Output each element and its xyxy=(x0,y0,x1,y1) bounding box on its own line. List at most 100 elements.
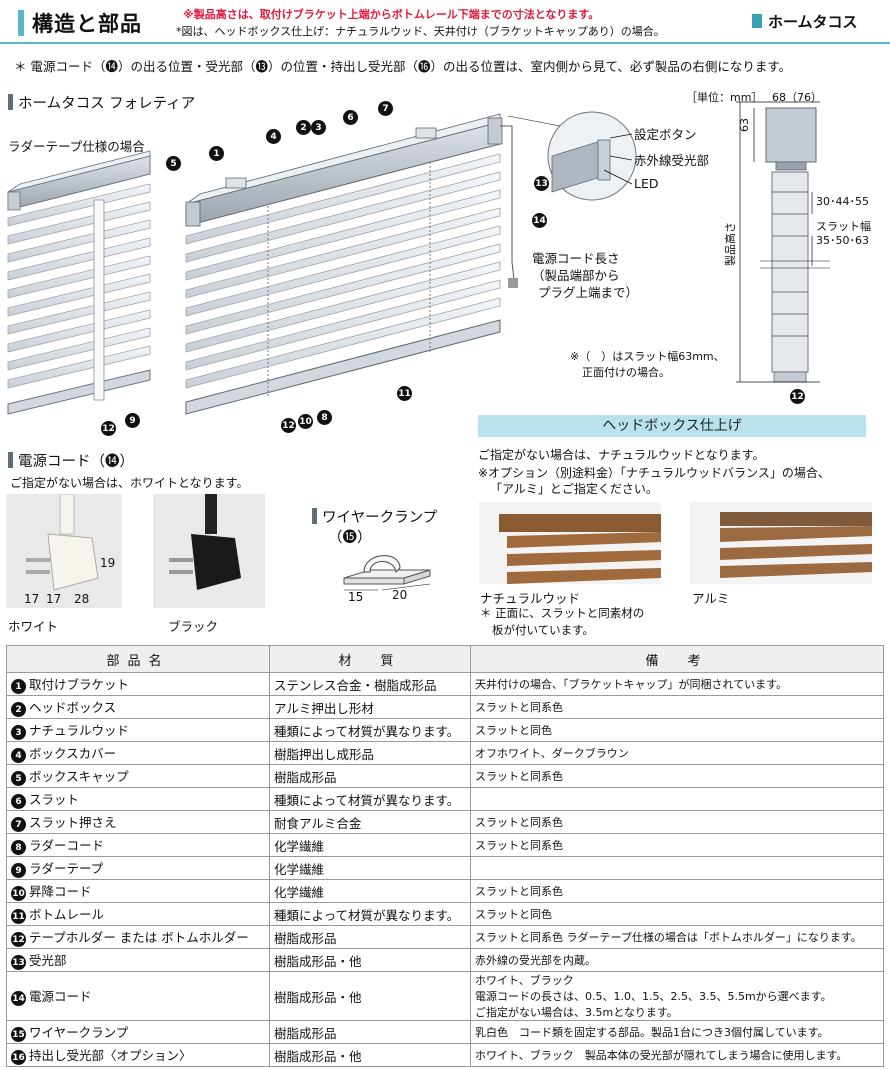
remarks-cell: スラットと同系色 xyxy=(470,764,884,788)
dim-15: 15 xyxy=(348,590,364,604)
dim-28: 28 xyxy=(74,592,90,606)
title-accent xyxy=(18,10,24,36)
cord-section-accent xyxy=(8,452,13,468)
natural-wood-photo xyxy=(479,502,661,584)
unit-label: ［単位：mm］ xyxy=(686,91,763,104)
part-name: 電源コード xyxy=(29,988,92,1004)
part-number-badge: 1 xyxy=(11,679,26,695)
callout-12c: 12 xyxy=(790,389,805,404)
receiver-detail xyxy=(507,111,637,201)
callout-7: 7 xyxy=(378,101,393,116)
part-name: ワイヤークランプ xyxy=(29,1024,129,1040)
callout-11: 11 xyxy=(397,386,412,401)
header-part-name: 部品名 xyxy=(6,645,270,673)
position-notice: ＊ 電源コード（⓮）の出る位置・受光部（⓭）の位置・持出し受光部（⓰）の出る位置… xyxy=(14,59,792,74)
white-label: ホワイト xyxy=(8,619,59,634)
material-cell: 樹脂成形品・他 xyxy=(269,948,471,972)
ir-receiver-callout: 赤外線受光部 xyxy=(634,153,710,168)
material-cell: 樹脂成形品 xyxy=(269,925,471,949)
title-bar xyxy=(0,0,890,44)
remarks-cell: スラットと同色 xyxy=(470,718,884,742)
section-title: ホームタコス フォレティア xyxy=(18,96,196,112)
remarks-cell: スラットと同系色 ラダーテープ仕様の場合は「ボトムホルダー」になります。 xyxy=(470,925,884,949)
header-remarks: 備 考 xyxy=(470,645,884,673)
header-material: 材 質 xyxy=(269,645,471,673)
dim-17b: 17 xyxy=(46,592,62,606)
remarks-line: スラットと同系色 xyxy=(475,816,563,829)
headbox-note1: ご指定がない場合は、ナチュラルウッドとなります。 xyxy=(478,448,765,462)
part-name: テープホルダー または ボトムホルダー xyxy=(29,929,249,945)
part-name: ヘッドボックス xyxy=(29,699,117,715)
dim-20: 20 xyxy=(392,588,408,602)
cord-length-label: 電源コード長さ xyxy=(532,251,620,266)
side-note-2: 正面付けの場合。 xyxy=(582,366,670,379)
cord-length-sub1: （製品端部から xyxy=(532,268,620,283)
part-number-badge: 14 xyxy=(11,991,26,1007)
callout-1: 1 xyxy=(209,146,224,161)
figure-note: *図は、ヘッドボックス仕上げ：ナチュラルウッド、天井付け（ブラケットキャップあり… xyxy=(176,25,665,38)
remarks-cell xyxy=(470,787,884,811)
part-name: ラダーテープ xyxy=(29,860,104,876)
natural-wood-note1: ＊ 正面に、スラットと同素材の xyxy=(480,606,645,620)
title-bar-background xyxy=(0,0,890,44)
part-number-badge: 5 xyxy=(11,771,26,787)
remarks-cell: 天井付けの場合、「ブラケットキャップ」が同梱されています。 xyxy=(470,672,884,696)
material-cell: ステンレス合金・樹脂成形品 xyxy=(269,672,471,696)
material-cell: 樹脂成形品・他 xyxy=(269,971,471,1021)
cord-section-title: 電源コード（⓮） xyxy=(18,454,134,470)
part-number-badge: 16 xyxy=(11,1050,26,1066)
remarks-line: 電源コードの長さは、0.5、1.0、1.5、2.5、3.5、5.5mから選べます… xyxy=(475,990,832,1003)
callout-8: 8 xyxy=(317,410,332,425)
dim-17a: 17 xyxy=(24,592,40,606)
remarks-line: ご指定がない場合は、3.5mとなります。 xyxy=(475,1006,678,1019)
ladder-case-label: ラダーテープ仕様の場合 xyxy=(8,139,145,154)
part-name: スラット押さえ xyxy=(29,814,117,830)
remarks-cell: スラットと同色 xyxy=(470,902,884,926)
slat-width-values: 35･50･63 xyxy=(816,234,869,247)
part-number-badge: 7 xyxy=(11,817,26,833)
part-number-badge: 2 xyxy=(11,702,26,718)
remarks-line: 乳白色 コード類を固定する部品。製品1台につき3個付属しています。 xyxy=(475,1026,829,1039)
material-cell: 種類によって材質が異なります。 xyxy=(269,718,471,742)
material-cell: 化学繊維 xyxy=(269,879,471,903)
callout-10: 10 xyxy=(298,414,313,429)
black-cord-photo xyxy=(153,494,265,608)
remarks-cell: ホワイト、ブラック電源コードの長さは、0.5、1.0、1.5、2.5、3.5、5… xyxy=(470,971,884,1021)
side-view xyxy=(736,101,830,383)
page-title: 構造と部品 xyxy=(32,12,142,36)
slat-pitch-label: 30･44･55 xyxy=(816,195,869,208)
product-height-label: 製品高さ xyxy=(724,222,737,266)
remarks-cell: ホワイト、ブラック 製品本体の受光部が隠れてしまう場合に使用します。 xyxy=(470,1043,884,1067)
part-number-badge: 15 xyxy=(11,1027,26,1043)
white-cord-photo xyxy=(6,494,122,608)
led-callout: LED xyxy=(634,176,659,191)
height-note: ※製品高さは、取付けブラケット上端からボトムレール下端までの寸法となります。 xyxy=(183,8,600,21)
remarks-cell: スラットと同系色 xyxy=(470,695,884,719)
part-name: ボックスキャップ xyxy=(29,768,129,784)
part-name: ボックスカバー xyxy=(29,745,117,761)
cord-section-note: ご指定がない場合は、ホワイトとなります。 xyxy=(10,476,249,490)
remarks-cell: スラットと同系色 xyxy=(470,833,884,857)
black-label: ブラック xyxy=(168,619,219,634)
part-number-badge: 4 xyxy=(11,748,26,764)
wire-clamp-illustration xyxy=(343,555,431,591)
part-name: スラット xyxy=(29,791,80,807)
material-cell: 樹脂押出し成形品 xyxy=(269,741,471,765)
remarks-cell: オフホワイト、ダークブラウン xyxy=(470,741,884,765)
